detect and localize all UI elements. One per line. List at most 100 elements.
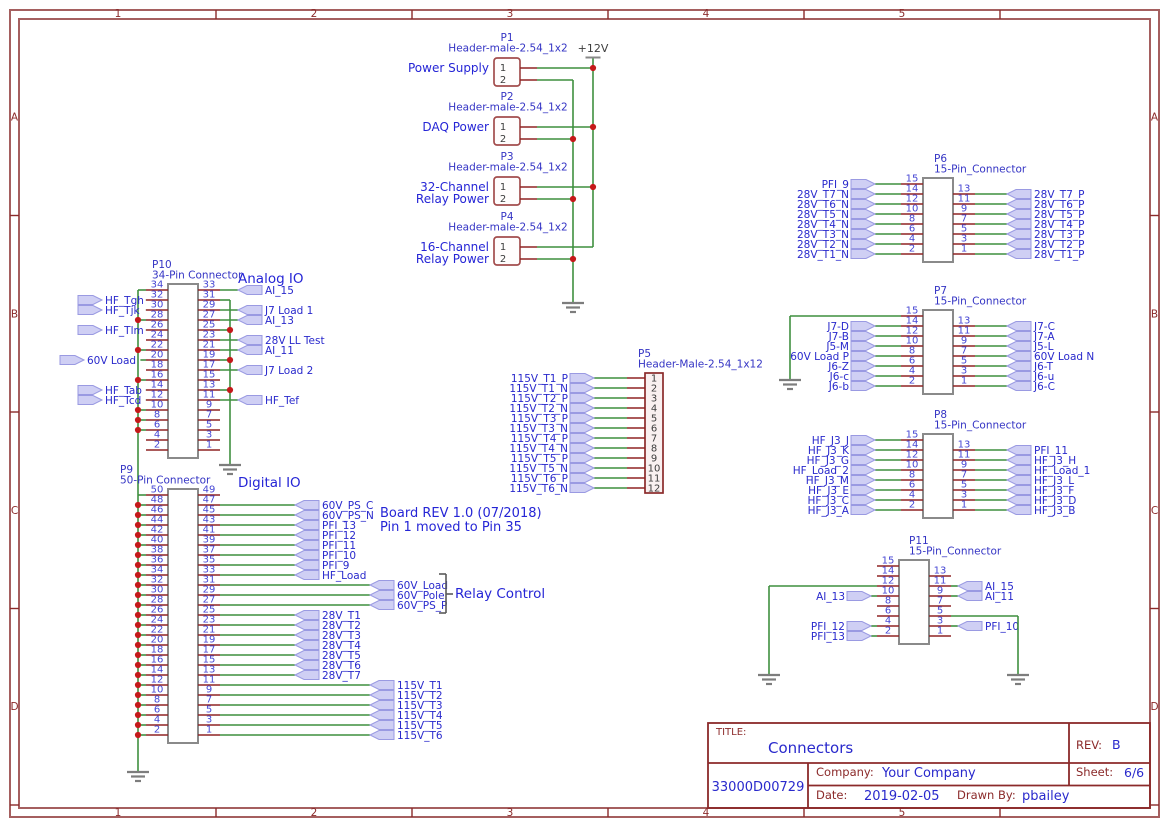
net-flag[interactable] — [293, 670, 320, 680]
net-flag[interactable] — [293, 560, 320, 570]
net-flag[interactable] — [236, 285, 263, 295]
net-flag[interactable] — [1005, 229, 1032, 239]
net-flag[interactable] — [368, 710, 395, 720]
net-flag[interactable] — [59, 355, 86, 365]
net-flag[interactable] — [1005, 189, 1032, 199]
net-flag[interactable] — [956, 591, 983, 601]
net-flag[interactable] — [850, 465, 877, 475]
net-flag[interactable] — [569, 373, 596, 383]
net-flag[interactable] — [569, 483, 596, 493]
net-flag[interactable] — [569, 383, 596, 393]
net-flag[interactable] — [569, 393, 596, 403]
net-flag[interactable] — [293, 500, 320, 510]
net-flag[interactable] — [1005, 331, 1032, 341]
net-flag[interactable] — [236, 365, 263, 375]
net-flag[interactable] — [368, 690, 395, 700]
net-flag[interactable] — [850, 495, 877, 505]
net-flag[interactable] — [1005, 381, 1032, 391]
net-flag[interactable] — [236, 305, 263, 315]
net-flag[interactable] — [850, 239, 877, 249]
net-flag[interactable] — [569, 453, 596, 463]
ground-symbol[interactable] — [779, 378, 801, 391]
net-flag[interactable] — [77, 295, 104, 305]
net-flag[interactable] — [850, 249, 877, 259]
ground-symbol[interactable] — [562, 301, 584, 314]
net-flag[interactable] — [1005, 249, 1032, 259]
net-flag[interactable] — [850, 435, 877, 445]
net-flag[interactable] — [368, 580, 395, 590]
net-flag[interactable] — [368, 720, 395, 730]
net-flag[interactable] — [293, 610, 320, 620]
net-flag[interactable] — [1005, 485, 1032, 495]
net-flag[interactable] — [293, 510, 320, 520]
connector-body[interactable] — [922, 433, 954, 519]
net-flag[interactable] — [293, 540, 320, 550]
net-flag[interactable] — [850, 351, 877, 361]
net-flag[interactable] — [569, 463, 596, 473]
net-flag[interactable] — [850, 321, 877, 331]
connector-body[interactable] — [922, 309, 954, 395]
net-flag[interactable] — [850, 381, 877, 391]
connector-body[interactable] — [493, 57, 521, 87]
net-flag[interactable] — [1005, 465, 1032, 475]
net-flag[interactable] — [850, 475, 877, 485]
net-flag[interactable] — [368, 600, 395, 610]
connector-body[interactable] — [167, 283, 199, 459]
net-flag[interactable] — [1005, 505, 1032, 515]
net-flag[interactable] — [1005, 321, 1032, 331]
net-flag[interactable] — [1005, 351, 1032, 361]
net-flag[interactable] — [569, 433, 596, 443]
net-flag[interactable] — [850, 229, 877, 239]
net-flag[interactable] — [850, 331, 877, 341]
net-flag[interactable] — [368, 680, 395, 690]
net-flag[interactable] — [293, 570, 320, 580]
net-flag[interactable] — [850, 361, 877, 371]
net-flag[interactable] — [368, 730, 395, 740]
net-flag[interactable] — [850, 219, 877, 229]
net-flag[interactable] — [293, 530, 320, 540]
ground-symbol[interactable] — [1007, 673, 1029, 686]
connector-body[interactable] — [493, 176, 521, 206]
net-flag[interactable] — [1005, 455, 1032, 465]
net-flag[interactable] — [1005, 475, 1032, 485]
net-flag[interactable] — [569, 423, 596, 433]
net-flag[interactable] — [1005, 371, 1032, 381]
ground-symbol[interactable] — [758, 673, 780, 686]
net-flag[interactable] — [236, 315, 263, 325]
ground-symbol[interactable] — [127, 770, 149, 783]
net-flag[interactable] — [236, 335, 263, 345]
net-flag[interactable] — [956, 581, 983, 591]
connector-body[interactable] — [493, 236, 521, 266]
net-flag[interactable] — [569, 473, 596, 483]
net-flag[interactable] — [846, 631, 873, 641]
net-flag[interactable] — [1005, 445, 1032, 455]
net-flag[interactable] — [850, 485, 877, 495]
net-flag[interactable] — [293, 550, 320, 560]
net-flag[interactable] — [293, 620, 320, 630]
net-flag[interactable] — [77, 385, 104, 395]
net-flag[interactable] — [1005, 209, 1032, 219]
net-flag[interactable] — [77, 325, 104, 335]
connector-body[interactable] — [898, 559, 930, 645]
connector-body[interactable] — [167, 488, 199, 744]
net-flag[interactable] — [850, 341, 877, 351]
net-flag[interactable] — [1005, 219, 1032, 229]
net-flag[interactable] — [293, 520, 320, 530]
connector-body[interactable] — [493, 116, 521, 146]
net-flag[interactable] — [1005, 341, 1032, 351]
net-flag[interactable] — [850, 209, 877, 219]
net-flag[interactable] — [850, 445, 877, 455]
net-flag[interactable] — [956, 621, 983, 631]
net-flag[interactable] — [293, 660, 320, 670]
net-flag[interactable] — [850, 455, 877, 465]
net-flag[interactable] — [1005, 239, 1032, 249]
net-flag[interactable] — [293, 630, 320, 640]
net-flag[interactable] — [850, 189, 877, 199]
net-flag[interactable] — [236, 345, 263, 355]
net-flag[interactable] — [569, 443, 596, 453]
net-flag[interactable] — [77, 395, 104, 405]
net-flag[interactable] — [77, 305, 104, 315]
net-flag[interactable] — [1005, 495, 1032, 505]
net-flag[interactable] — [368, 590, 395, 600]
